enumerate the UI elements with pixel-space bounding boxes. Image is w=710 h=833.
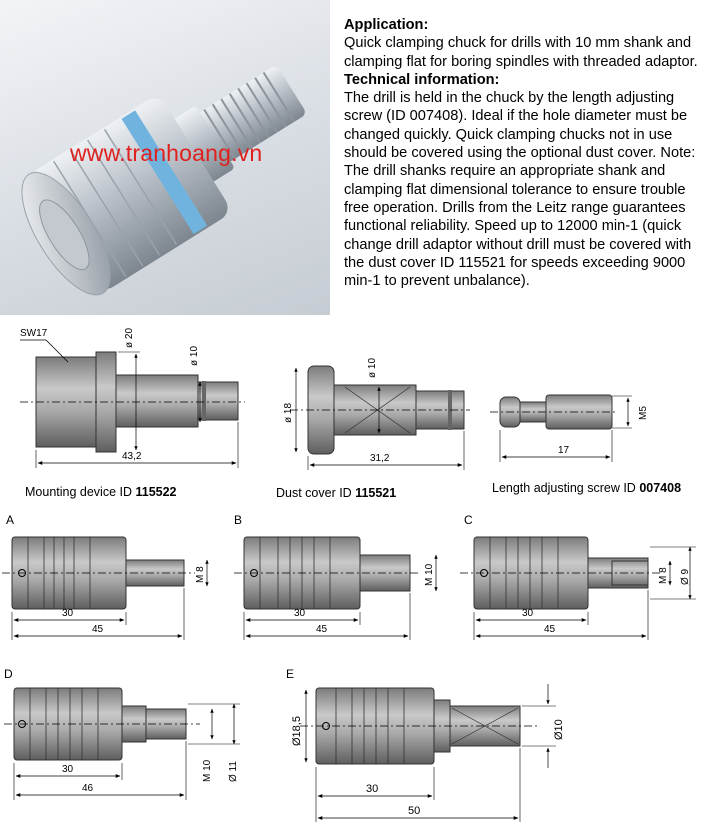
- variant-d-l1: 30: [62, 764, 74, 775]
- product-photo: [0, 0, 330, 315]
- variant-c-l1: 30: [522, 608, 534, 619]
- variant-a-thread: M 8: [195, 566, 206, 583]
- dim-d10: ø 10: [189, 346, 200, 366]
- dim-17: 17: [558, 445, 570, 456]
- variant-b-label: B: [234, 513, 242, 527]
- variant-e-label: E: [286, 667, 294, 681]
- dim-sw17: SW17: [20, 328, 48, 339]
- variant-e-l1: 30: [366, 783, 378, 795]
- variant-e-drawing: [300, 684, 556, 822]
- variant-c-l2: 45: [544, 624, 556, 635]
- variant-c-thread: M 8: [658, 567, 669, 584]
- dust-cover-drawing: [290, 365, 470, 470]
- variant-c-drawing: [460, 536, 696, 640]
- technical-heading: Technical information:: [344, 71, 500, 88]
- variant-a-label: A: [6, 513, 14, 527]
- variant-e-dia1: Ø18,5: [291, 716, 303, 746]
- description: Application: Quick clamping chuck for dr…: [344, 16, 708, 290]
- variant-c-dia: Ø 9: [680, 568, 691, 585]
- variant-c-label: C: [464, 513, 473, 527]
- application-heading: Application:: [344, 17, 429, 33]
- screw-drawing: [490, 394, 632, 462]
- variant-d-l2: 46: [82, 783, 94, 794]
- dim-43-2: 43,2: [122, 451, 142, 462]
- variant-d-thread: M 10: [202, 759, 213, 782]
- watermark: www.tranhoang.vn: [70, 140, 263, 166]
- chuck-illustration: [21, 66, 305, 296]
- variant-a-l1: 30: [62, 608, 74, 619]
- application-body: Quick clamping chuck for drills with 10 …: [344, 35, 698, 70]
- variant-a-l2: 45: [92, 624, 104, 635]
- variant-d-label: D: [4, 667, 13, 681]
- variant-d-dia: Ø 11: [228, 761, 239, 782]
- dim-31-2: 31,2: [370, 453, 390, 464]
- variant-b-l1: 30: [294, 608, 306, 619]
- variant-d-drawing: [4, 687, 240, 800]
- technical-body: The drill is held in the chuck by the le…: [344, 90, 696, 290]
- screw-caption: Length adjusting screw ID 007408: [492, 481, 681, 495]
- mounting-caption: Mounting device ID 115522: [25, 485, 177, 499]
- dim-d18: ø 18: [283, 403, 294, 423]
- variant-e-l2: 50: [408, 805, 420, 817]
- variant-b-l2: 45: [316, 624, 328, 635]
- variant-a-drawing: [2, 536, 209, 640]
- dim-dust-d10: ø 10: [367, 358, 378, 378]
- dim-m5: M5: [638, 406, 649, 420]
- variant-b-drawing: [234, 536, 438, 640]
- mounting-device-drawing: [20, 339, 245, 468]
- variant-b-thread: M 10: [424, 563, 435, 586]
- dim-d20: ø 20: [124, 328, 135, 348]
- variant-e-dia2: Ø10: [553, 719, 565, 740]
- dust-caption: Dust cover ID 115521: [276, 486, 396, 500]
